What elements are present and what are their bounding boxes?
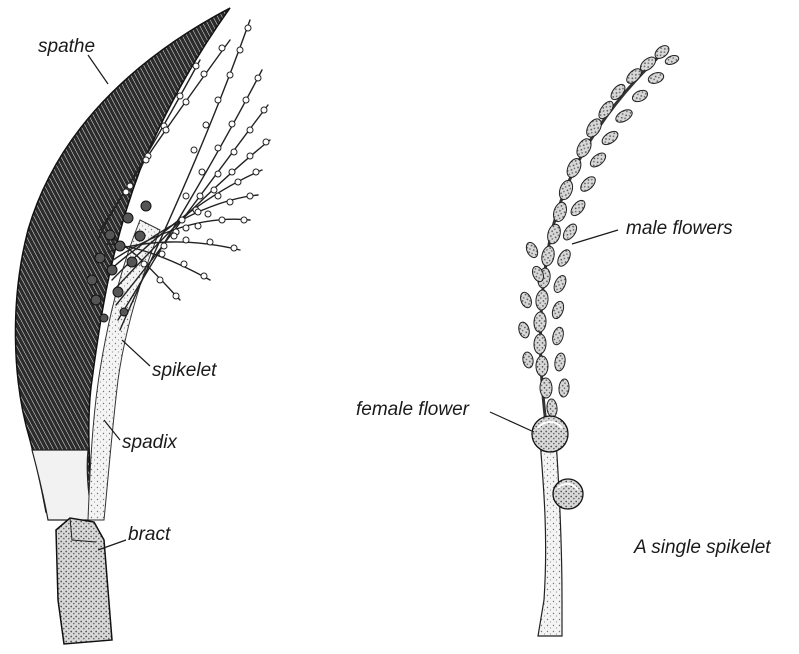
- caption-single-spikelet: A single spikelet: [633, 537, 771, 558]
- spathe-base: [32, 450, 92, 520]
- label-spikelet: spikelet: [152, 360, 217, 381]
- spikelet-leader: [122, 340, 150, 366]
- bract-shape: [56, 518, 112, 644]
- label-male-flowers: male flowers: [626, 218, 733, 239]
- spikelet-stalk: [538, 440, 562, 636]
- inflorescence-illustration: [15, 8, 270, 644]
- male-flowers-leader: [572, 230, 618, 244]
- female-flower-leader: [490, 412, 534, 432]
- label-spathe: spathe: [38, 36, 95, 57]
- label-spadix: spadix: [122, 432, 178, 453]
- label-female-flower: female flower: [356, 399, 470, 420]
- spathe-leader: [88, 55, 108, 84]
- label-bract: bract: [128, 524, 171, 545]
